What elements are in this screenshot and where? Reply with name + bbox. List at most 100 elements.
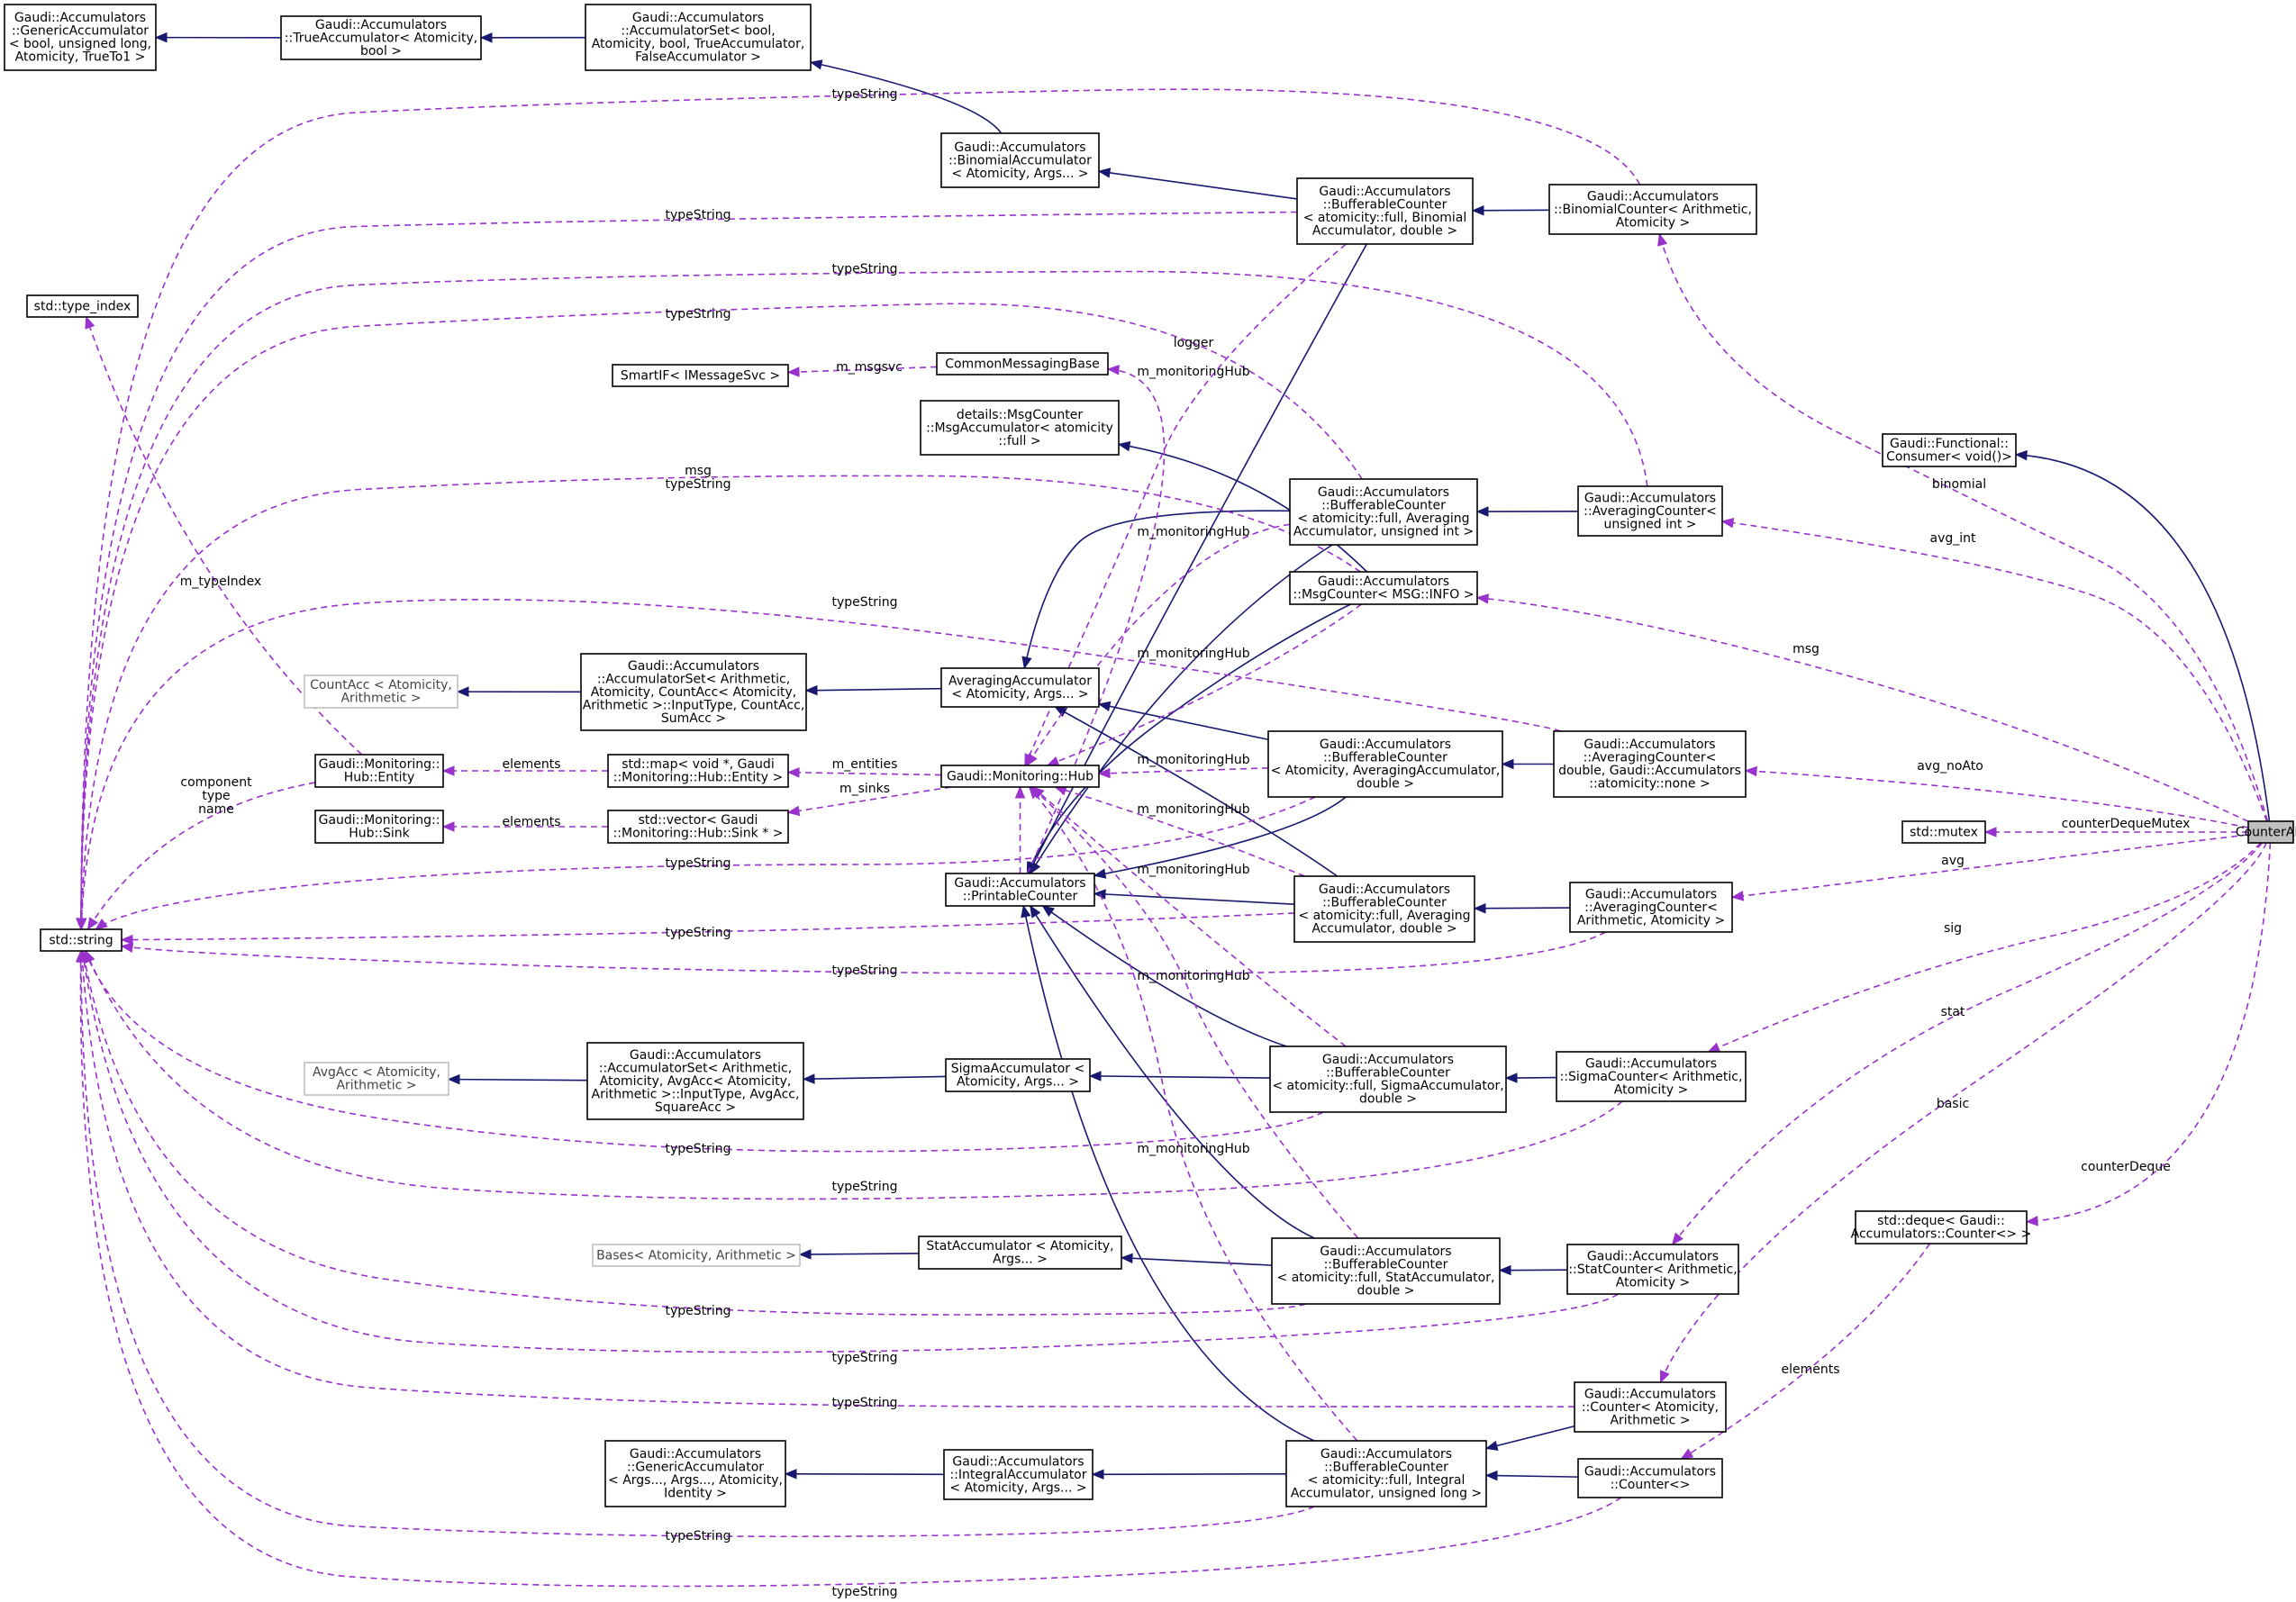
- usage-edge-counterDefault-stdString: [75, 949, 1622, 1588]
- arrowhead-icon: [86, 917, 99, 931]
- inheritance-edge-avgCounterNoAto-bufAvgNone: [1501, 758, 1554, 770]
- class-node-countAcc[interactable]: CountAcc < Atomicity,Arithmetic >: [304, 674, 458, 709]
- class-node-sigmaCounter[interactable]: Gaudi::Accumulators::SigmaCounter< Arith…: [1556, 1051, 1747, 1102]
- edge-label-m_monitoringHub: m_monitoringHub: [1137, 863, 1249, 877]
- class-node-label: ::MsgCounter< MSG::INFO >: [1293, 588, 1475, 602]
- class-node-printable[interactable]: Gaudi::Accumulators::PrintableCounter: [945, 873, 1095, 907]
- arrowhead-icon: [1041, 905, 1056, 917]
- class-node-mapEntity[interactable]: std::map< void *, Gaudi::Monitoring::Hub…: [607, 754, 789, 788]
- class-node-functional[interactable]: Gaudi::Functional::Consumer< void()>: [1882, 433, 2017, 467]
- class-node-label: Arithmetic >: [340, 692, 421, 706]
- class-node-label: ::TrueAccumulator< Atomicity,: [285, 31, 477, 45]
- edge-label-m_monitoringHub: m_monitoringHub: [1137, 525, 1249, 539]
- class-node-bufIntegral[interactable]: Gaudi::Accumulators::BufferableCounter< …: [1285, 1440, 1487, 1507]
- class-node-trueAcc[interactable]: Gaudi::Accumulators::TrueAccumulator< At…: [280, 15, 482, 60]
- class-node-binAcc[interactable]: Gaudi::Accumulators::BinomialAccumulator…: [940, 132, 1100, 188]
- class-node-genAccBool[interactable]: Gaudi::Accumulators::GenericAccumulator<…: [4, 4, 157, 71]
- edge-label-m_monitoringHub: m_monitoringHub: [1137, 365, 1249, 379]
- edge-label-elements: elements: [502, 815, 560, 829]
- arrowhead-icon: [786, 367, 800, 377]
- class-node-commonMsg[interactable]: CommonMessagingBase: [936, 352, 1109, 376]
- class-node-avgCounter[interactable]: Gaudi::Accumulators::AveragingCounter<Ar…: [1569, 882, 1733, 933]
- arrowhead-icon: [1671, 1232, 1683, 1246]
- class-node-accSetBool[interactable]: Gaudi::Accumulators::AccumulatorSet< boo…: [585, 4, 812, 71]
- class-node-label: Gaudi::Accumulators: [954, 876, 1085, 891]
- arrowhead-icon: [95, 918, 108, 930]
- class-node-label: Arithmetic >::InputType, AvgAcc,: [592, 1087, 800, 1101]
- class-node-bufSigma[interactable]: Gaudi::Accumulators::BufferableCounter< …: [1269, 1045, 1507, 1113]
- class-node-intAcc[interactable]: Gaudi::Accumulators::IntegralAccumulator…: [943, 1449, 1094, 1500]
- usage-edge-bufAvgDouble-stdString: [120, 912, 1295, 946]
- class-node-label: Gaudi::Accumulators: [1320, 738, 1451, 752]
- class-node-label: std::type_index: [34, 299, 132, 313]
- edge-label-typeString: typeString: [831, 262, 897, 276]
- class-node-counterDefault[interactable]: Gaudi::Accumulators::Counter<>: [1577, 1458, 1723, 1498]
- class-node-stdString[interactable]: std::string: [40, 928, 123, 952]
- class-node-hubSink[interactable]: Gaudi::Monitoring::Hub::Sink: [314, 810, 444, 844]
- inheritance-edge-counterAtom-bufIntegral: [1484, 1425, 1575, 1451]
- class-node-bufAvgUint[interactable]: Gaudi::Accumulators::BufferableCounter< …: [1289, 478, 1478, 546]
- arrowhead-icon: [154, 32, 168, 43]
- class-node-label: < bool, unsigned long,: [9, 37, 151, 51]
- class-node-label: ::AccumulatorSet< Arithmetic,: [597, 672, 790, 686]
- edge-label-component_type_name: type: [202, 789, 230, 803]
- class-node-bufStat[interactable]: Gaudi::Accumulators::BufferableCounter< …: [1271, 1237, 1501, 1305]
- class-node-label: ::BufferableCounter: [1323, 751, 1447, 765]
- class-node-label: ::AccumulatorSet< bool,: [621, 24, 775, 39]
- class-node-vecSink[interactable]: std::vector< Gaudi::Monitoring::Hub::Sin…: [607, 810, 789, 844]
- class-node-label: Gaudi::Accumulators: [632, 11, 764, 25]
- class-node-label: < atomicity::full, StatAccumulator,: [1277, 1271, 1495, 1285]
- class-node-hubEntity[interactable]: Gaudi::Monitoring::Hub::Entity: [314, 754, 444, 788]
- class-node-label: ::SigmaCounter< Arithmetic,: [1560, 1070, 1743, 1084]
- edge-label-m_monitoringHub: m_monitoringHub: [1137, 647, 1249, 661]
- usage-edge-counterAlg-binCounter: [1657, 232, 2269, 822]
- edge-label-m_monitoringHub: m_monitoringHub: [1137, 969, 1249, 983]
- edge-label-logger: logger: [1174, 336, 1214, 350]
- class-node-basesAcc[interactable]: Bases< Atomicity, Arithmetic >: [592, 1244, 801, 1267]
- class-node-avgAcc[interactable]: AveragingAccumulator< Atomicity, Args...…: [940, 667, 1100, 708]
- arrowhead-icon: [1744, 765, 1757, 777]
- inheritance-edge-statAcc-basesAcc: [798, 1249, 920, 1260]
- class-node-counterAlg[interactable]: CounterAlg: [2236, 820, 2296, 844]
- class-node-counterAtom[interactable]: Gaudi::Accumulators::Counter< Atomicity,…: [1574, 1381, 1727, 1433]
- class-node-bufAvgNone[interactable]: Gaudi::Accumulators::BufferableCounter< …: [1267, 730, 1503, 798]
- class-node-avgCounterUint[interactable]: Gaudi::Accumulators::AveragingCounter<un…: [1577, 485, 1723, 537]
- class-node-box: [1901, 820, 1986, 844]
- class-node-avgAccSquare[interactable]: AvgAcc < Atomicity,Arithmetic >: [304, 1062, 449, 1096]
- class-node-bufAvgDouble[interactable]: Gaudi::Accumulators::BufferableCounter< …: [1293, 875, 1475, 943]
- class-node-stdMutex[interactable]: std::mutex: [1901, 820, 1986, 844]
- class-node-label: CountAcc < Atomicity,: [310, 678, 452, 692]
- class-node-box: [940, 132, 1100, 188]
- class-node-label: ::BinomialAccumulator: [948, 153, 1092, 167]
- class-node-smartIF[interactable]: SmartIF< IMessageSvc >: [612, 364, 789, 387]
- class-node-statAcc[interactable]: StatAccumulator < Atomicity,Args... >: [918, 1235, 1122, 1270]
- class-node-hub[interactable]: Gaudi::Monitoring::Hub: [940, 765, 1100, 788]
- arrowhead-icon: [1028, 786, 1041, 800]
- class-node-label: Gaudi::Accumulators: [1587, 189, 1719, 204]
- class-node-typeIndex[interactable]: std::type_index: [26, 294, 139, 318]
- arrowhead-icon: [1730, 891, 1745, 901]
- class-node-label: Gaudi::Accumulators: [1584, 738, 1715, 752]
- class-node-binCounter[interactable]: Gaudi::Accumulators::BinomialCounter< Ar…: [1548, 184, 1757, 235]
- arrowhead-icon: [1106, 365, 1120, 376]
- class-node-genAccArgs[interactable]: Gaudi::Accumulators::GenericAccumulator<…: [604, 1440, 786, 1507]
- arrowhead-icon: [120, 934, 133, 946]
- class-node-deque[interactable]: std::deque< Gaudi::Accumulators::Counter…: [1851, 1210, 2032, 1244]
- class-node-avgCounterNoAto[interactable]: Gaudi::Accumulators::AveragingCounter<do…: [1553, 730, 1747, 798]
- class-node-label: ::Monitoring::Hub::Sink * >: [613, 827, 784, 841]
- class-node-label: SigmaAccumulator <: [951, 1062, 1084, 1076]
- edge-label-binomial: binomial: [1932, 477, 1986, 492]
- class-node-accSetCount[interactable]: Gaudi::Accumulators::AccumulatorSet< Ari…: [580, 653, 807, 731]
- class-node-msgCounterDet[interactable]: details::MsgCounter::MsgAccumulator< ato…: [920, 400, 1120, 456]
- class-node-bufBinomial[interactable]: Gaudi::Accumulators::BufferableCounter< …: [1296, 177, 1474, 245]
- class-node-label: Gaudi::Accumulators: [1584, 1387, 1716, 1401]
- arrowhead-icon: [441, 765, 455, 776]
- class-node-box: [1574, 1381, 1727, 1433]
- class-node-statCounter[interactable]: Gaudi::Accumulators::StatCounter< Arithm…: [1566, 1244, 1739, 1295]
- class-node-label: Arithmetic >: [336, 1079, 416, 1093]
- class-node-sigmaAcc[interactable]: SigmaAccumulator <Atomicity, Args... >: [945, 1058, 1091, 1092]
- class-node-accSetSquare[interactable]: Gaudi::Accumulators::AccumulatorSet< Ari…: [586, 1042, 804, 1120]
- class-node-msgCounterInfo[interactable]: Gaudi::Accumulators::MsgCounter< MSG::IN…: [1289, 571, 1478, 605]
- class-node-label: std::vector< Gaudi: [639, 813, 758, 828]
- class-node-label: StatAccumulator < Atomicity,: [926, 1239, 1113, 1254]
